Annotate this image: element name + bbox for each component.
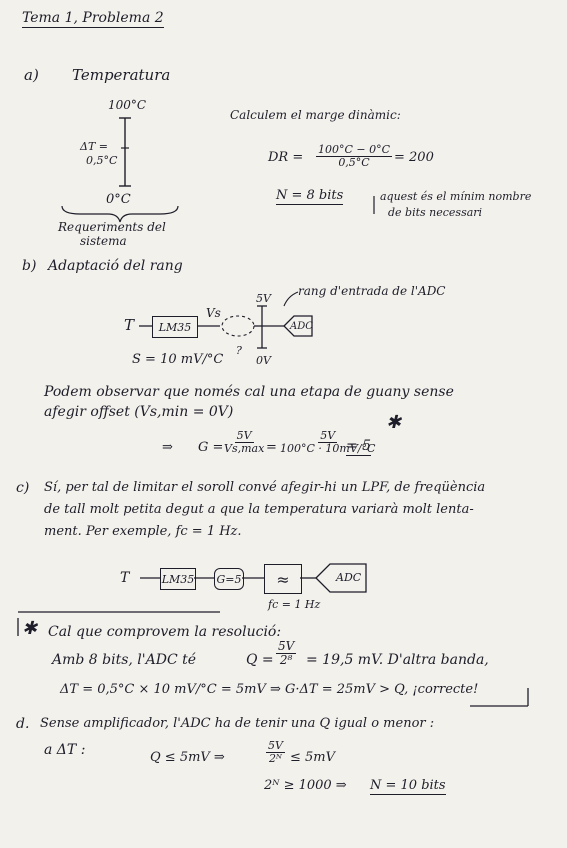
b-star-marker: ✱ [386,412,402,433]
dr-denominator: 0,5°C [338,156,370,170]
dynamic-range-intro: Calculem el marge dinàmic: [230,108,401,122]
b-temperature-input: T [124,316,135,334]
check-bracket-left [17,611,220,636]
n-bits-note-1: aquest és el mínim nombre [380,190,532,203]
b-observation-2: afegir offset (Vs,min = 0V) [44,404,234,420]
q-label: Q = [246,652,274,668]
b-0v-label: 0V [256,354,271,367]
bottom-temperature: 0°C [106,192,131,207]
gain-num-2: 5V [318,429,338,444]
n-bits-note-2: de bits necessari [388,206,483,219]
section-a-label: a) [24,66,39,84]
d-inequality-1: Q ≤ 5mV ⇒ [150,750,225,765]
d-inequality-1b: ≤ 5mV [290,750,336,765]
section-d-label: d. [16,716,30,732]
gain-num-1: 5V [234,429,254,444]
page-title: Tema 1, Problema 2 [22,10,164,28]
dr-result: = 200 [394,150,434,165]
gain-den-2: 100°C · 10mV/°C [280,442,376,456]
b-sensitivity: S = 10 mV/°C [132,352,224,367]
c-text-line-1: Sí, per tal de limitar el soroll convé a… [44,480,486,495]
check-line-1: Cal que comprovem la resolució: [48,624,282,640]
requirements-brace [61,205,179,223]
b-observation-1: Podem observar que només cal una etapa d… [44,384,454,400]
c-gain-block: G=5 [214,568,244,590]
b-question-mark: ? [236,344,242,357]
b-unknown-stage [221,315,255,337]
d-result: N = 10 bits [370,778,446,795]
top-temperature: 100°C [108,98,147,112]
c-adc-shape [315,563,367,593]
b-lm35-block: LM35 [152,316,198,338]
section-c-label: c) [16,480,30,496]
gain-den-1: Vs,max [224,442,265,456]
c-lowpass-filter-block: ≈ [264,564,302,594]
q-numerator: 5V [276,639,297,655]
d-text-line-2: a ΔT : [44,742,86,758]
c-temperature-input: T [120,570,130,586]
gain-label: G = [198,440,224,455]
gain-result: = 5 [346,438,372,456]
b-adc-shape [283,315,313,337]
dr-numerator: 100°C − 0°C [316,143,393,158]
b-implies-arrow: ⇒ [162,440,173,455]
d-text-line-1: Sense amplificador, l'ADC ha de tenir un… [40,716,435,731]
delta-t-value: 0,5°C [86,154,118,167]
requirements-label: Requeriments del [58,220,166,234]
check-bracket-right [470,688,529,707]
check-star-marker: ✱ [22,618,38,639]
b-5v-label: 5V [256,292,271,305]
q-denominator: 2⁸ [279,653,293,668]
b-adc-label: ADC [290,321,313,332]
section-b-title: Adaptació del rang [48,258,183,274]
d-frac-den: 2ᴺ [268,752,282,766]
b-vs-label: Vs [206,306,221,320]
delta-t-label: ΔT = [80,140,108,153]
c-text-line-2: de tall molt petita degut a que la tempe… [44,502,474,517]
requirements-label-2: sistema [80,234,127,248]
b-range-note: rang d'entrada de l'ADC [298,284,446,298]
q-result: = 19,5 mV. D'altra banda, [306,652,489,668]
c-cutoff-frequency: fc = 1 Hz [268,598,321,611]
n-bits-result: N = 8 bits [276,188,344,205]
b-range-pointer [283,291,299,307]
c-adc-label: ADC [336,571,362,584]
check-line-3: ΔT = 0,5°C × 10 mV/°C = 5mV ⇒ G·ΔT = 25m… [60,682,479,697]
dr-label: DR = [268,150,304,165]
check-line-2: Amb 8 bits, l'ADC té [52,652,197,668]
c-text-line-3: ment. Per exemple, fc = 1 Hz. [44,524,242,539]
gain-eq: = [266,440,277,455]
d-inequality-2: 2ᴺ ≥ 1000 ⇒ [264,778,347,793]
c-lm35-block: LM35 [160,568,196,590]
d-frac-num: 5V [266,739,285,754]
section-b-label: b) [22,258,37,274]
section-a-title: Temperatura [72,66,171,84]
